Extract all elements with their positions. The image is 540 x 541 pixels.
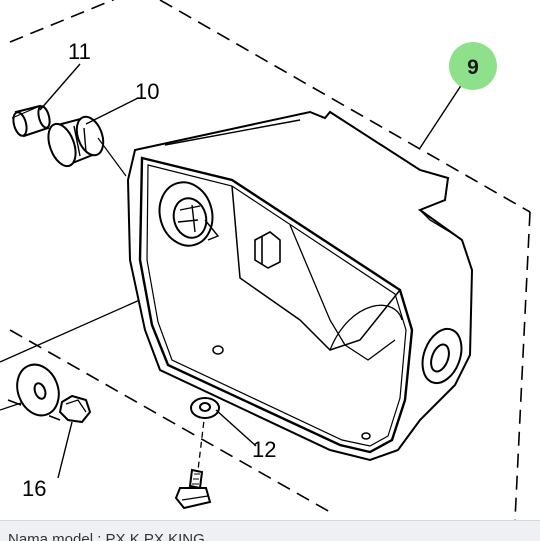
nut-part [58,394,92,424]
label-part-11: 11 [68,39,91,64]
caption-bar: Nama model : PX K PX KING [0,520,540,541]
collar-part [11,104,51,138]
leader-lines [39,63,463,479]
washer-small-part [190,397,220,419]
callout-9-label: 9 [467,56,479,79]
label-part-12: 12 [252,437,276,462]
model-caption: Nama model : PX K PX KING [8,531,205,541]
washer-part [16,363,60,417]
callout-highlight [449,42,497,90]
label-part-10: 10 [135,79,159,104]
case-grommet [158,181,220,247]
bolt-part [174,468,212,510]
parts-diagram: 11 10 12 16 9 [0,0,531,520]
case-clip [254,231,281,269]
headlight-case [126,110,474,462]
label-part-16: 16 [22,476,46,501]
grommet-part [47,115,127,177]
callout-9[interactable]: 9 [449,42,497,90]
case-side-boss [421,327,463,385]
case-holes [212,345,371,440]
